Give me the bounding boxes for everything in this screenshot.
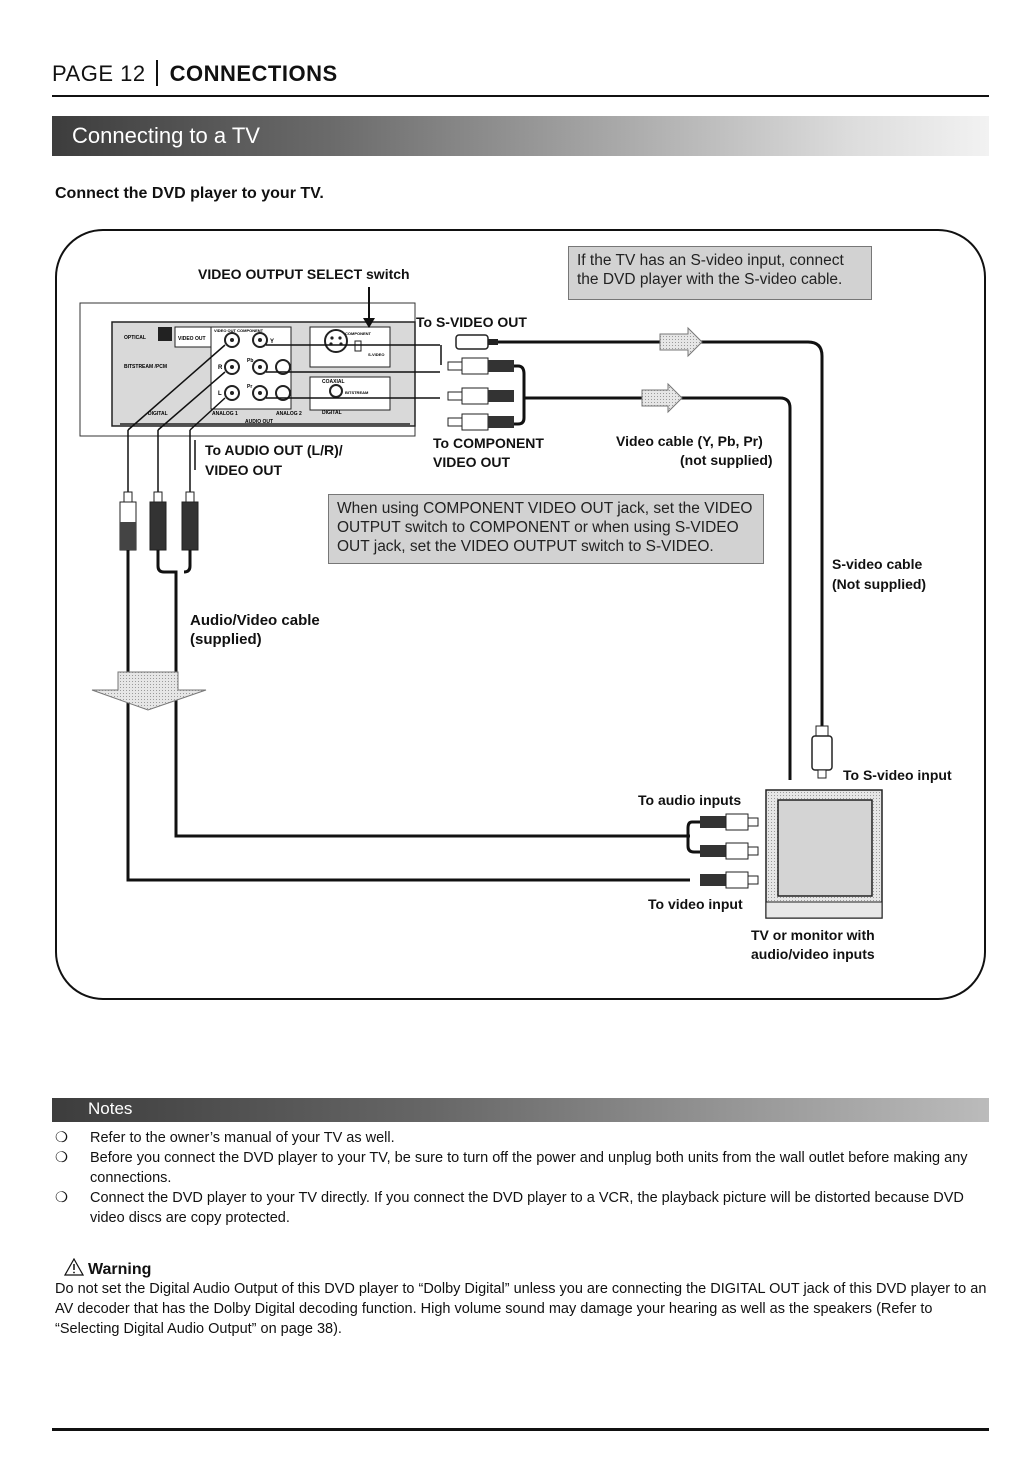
panel-video-out-component-label: VIDEO OUT COMPONENT — [214, 328, 264, 333]
video-output-select-label: VIDEO OUTPUT SELECT switch — [198, 266, 410, 282]
panel-svideo-label: S-VIDEO — [368, 352, 384, 357]
optical-jack — [158, 327, 172, 341]
panel-video-out-label: VIDEO OUT — [178, 336, 206, 342]
to-audio-out-label-2: VIDEO OUT — [205, 462, 283, 478]
video-cable-label-1: Video cable (Y, Pb, Pr) — [616, 433, 763, 449]
svideo-plug-tv — [811, 725, 833, 779]
bottom-rule — [52, 1428, 989, 1431]
panel-digital2-label: DIGITAL — [322, 410, 342, 416]
panel-pb-label: Pb — [247, 358, 253, 364]
panel-coaxial-label: COAXIAL — [322, 379, 345, 385]
video-cable-label-2: (not supplied) — [680, 452, 773, 468]
section-title-bar: Connecting to a TV — [52, 116, 989, 156]
to-svideo-input-label: To S-video input — [843, 767, 952, 783]
note-text: Before you connect the DVD player to you… — [90, 1150, 968, 1186]
note-bullet: ❍ — [55, 1130, 68, 1146]
video-output-select-switch — [354, 340, 362, 352]
panel-digital-label: DIGITAL — [148, 411, 168, 417]
notes-list: ❍ Refer to the owner’s manual of your TV … — [55, 1128, 990, 1228]
av-pointer-lines — [127, 344, 226, 500]
warning-text: Do not set the Digital Audio Output of t… — [55, 1281, 987, 1337]
note-item: ❍ Refer to the owner’s manual of your TV … — [55, 1128, 990, 1148]
component-cable — [514, 364, 792, 780]
panel-y-label: Y — [270, 339, 274, 345]
panel-bitstream-pcm-label: BITSTREAM /PCM — [124, 364, 167, 370]
component-pointer-lines — [266, 344, 442, 399]
panel-analog1-label: ANALOG 1 — [212, 411, 238, 417]
coaxial-jack — [329, 384, 343, 398]
diagram-frame — [55, 229, 986, 1000]
av-cable-plugs — [119, 491, 199, 551]
svideo-callout: If the TV has an S-video input, connect … — [568, 246, 872, 300]
av-cable — [126, 550, 690, 882]
component-callout: When using COMPONENT VIDEO OUT jack, set… — [328, 494, 764, 564]
page-header: PAGE 12 CONNECTIONS — [52, 60, 338, 87]
tv-monitor — [765, 789, 883, 919]
panel-r-label: R — [218, 365, 223, 371]
header-divider — [155, 60, 158, 86]
intro-text: Connect the DVD player to your TV. — [55, 185, 324, 202]
panel-optical-label: OPTICAL — [124, 335, 146, 341]
page-number: PAGE 12 — [52, 61, 146, 86]
panel-analog2-label: ANALOG 2 — [276, 411, 302, 417]
svideo-cable-label-2: (Not supplied) — [832, 576, 927, 592]
note-item: ❍ Connect the DVD player to your TV direc… — [55, 1188, 990, 1228]
to-component-label-2: VIDEO OUT — [433, 454, 511, 470]
section-name: CONNECTIONS — [169, 61, 338, 86]
notes-title: Notes — [88, 1099, 133, 1118]
warning-triangle-icon — [63, 1257, 85, 1276]
section-title: Connecting to a TV — [72, 123, 260, 148]
warning-title: Warning — [88, 1261, 152, 1278]
av-direction-arrow — [91, 671, 207, 711]
to-video-input-label: To video input — [648, 896, 743, 912]
svideo-cable — [498, 340, 824, 726]
to-audio-out-label-1: To AUDIO OUT (L/R)/ — [205, 442, 343, 458]
note-item: ❍ Before you connect the DVD player to yo… — [55, 1148, 990, 1188]
panel-component-label: COMPONENT — [345, 331, 372, 336]
to-audio-inputs-label: To audio inputs — [638, 792, 742, 808]
panel-l-label: L — [218, 391, 222, 397]
notes-title-bar: Notes — [52, 1098, 989, 1122]
component-plugs — [447, 357, 514, 431]
svideo-direction-arrow — [659, 326, 703, 358]
top-rule — [52, 95, 989, 97]
dvd-rear-panel: OPTICAL VIDEO OUT VIDEO OUT COMPONENT BI… — [79, 302, 416, 437]
svideo-plug-top — [455, 334, 498, 350]
av-cable-label-1: Audio/Video cable — [190, 612, 320, 629]
tv-audio-plugs — [686, 813, 759, 889]
panel-pr-label: Pr — [247, 384, 252, 390]
svideo-cable-label-1: S-video cable — [832, 556, 923, 572]
av-cable-label-2: (supplied) — [190, 631, 262, 648]
component-direction-arrow — [641, 382, 683, 414]
tv-label-2: audio/video inputs — [751, 946, 875, 962]
panel-audio-out-label: AUDIO OUT — [245, 419, 273, 425]
note-bullet: ❍ — [55, 1150, 68, 1166]
note-text: Connect the DVD player to your TV direct… — [90, 1190, 964, 1226]
to-component-label-1: To COMPONENT — [433, 435, 544, 451]
panel-bitstream-label: BITSTREAM — [345, 390, 369, 395]
note-bullet: ❍ — [55, 1190, 68, 1206]
to-svideo-out-label: To S-VIDEO OUT — [416, 314, 527, 330]
warning-heading: Warning — [63, 1257, 152, 1279]
svideo-jack — [324, 329, 348, 353]
note-text: Refer to the owner’s manual of your TV a… — [90, 1130, 395, 1146]
tv-label-1: TV or monitor with — [751, 927, 875, 943]
